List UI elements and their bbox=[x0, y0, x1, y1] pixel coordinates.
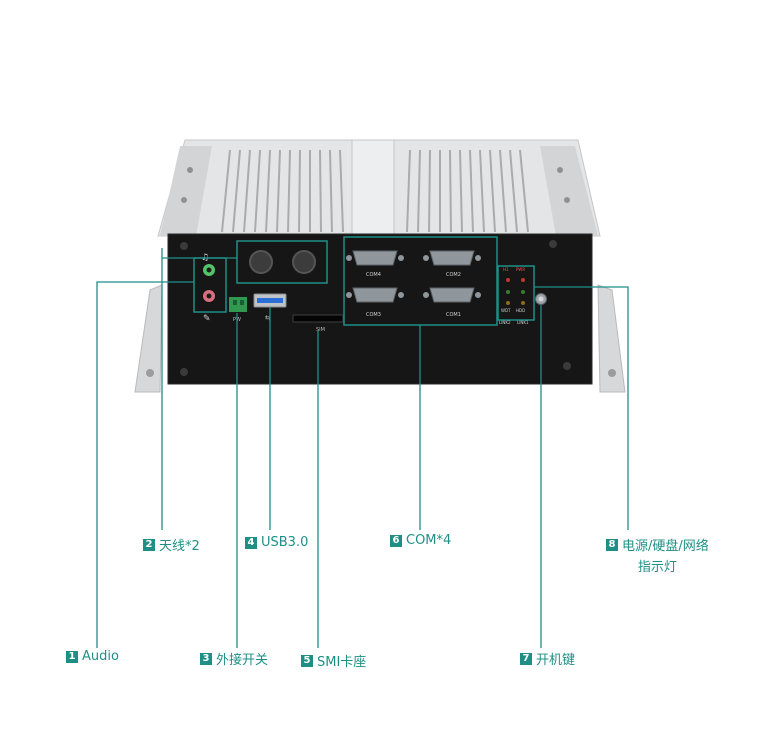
callout-number: 1 bbox=[66, 650, 78, 663]
link2-label: LINK2 bbox=[499, 320, 511, 325]
h1-label: H1 bbox=[503, 267, 509, 272]
microphone-icon: ✎ bbox=[203, 314, 211, 324]
screw-icon bbox=[180, 368, 188, 376]
callout-number: 8 bbox=[606, 538, 618, 551]
wdt-label: WDT bbox=[501, 308, 511, 313]
com2-port[interactable]: COM2 bbox=[423, 250, 481, 278]
callout-number: 6 bbox=[390, 534, 402, 547]
com4-port[interactable]: COM4 bbox=[346, 250, 404, 278]
callout-number: 2 bbox=[143, 538, 155, 551]
mounting-bracket-left bbox=[134, 284, 163, 393]
screw-icon bbox=[563, 362, 571, 370]
usb-icon: ⇆ bbox=[265, 314, 271, 322]
callout-antenna: 2 天线*2 bbox=[143, 535, 200, 554]
com3-label: COM3 bbox=[366, 312, 381, 318]
callout-label: 开机键 bbox=[536, 653, 576, 668]
power-button[interactable] bbox=[535, 293, 547, 305]
usb3-port[interactable]: ⇆ bbox=[253, 293, 287, 322]
callout-label: 外接开关 bbox=[216, 653, 269, 668]
screw-icon bbox=[180, 242, 188, 250]
callout-label-line2: 指示灯 bbox=[637, 560, 677, 575]
link1-label: LINK1 bbox=[517, 320, 529, 325]
callout-power-button: 7 开机键 bbox=[520, 649, 575, 668]
screw-icon bbox=[549, 240, 557, 248]
callout-number: 4 bbox=[245, 536, 257, 549]
callout-label: 电源/硬盘/网络 bbox=[622, 539, 709, 554]
pwr-label: PWR bbox=[516, 267, 525, 272]
heatsink-chassis bbox=[157, 139, 601, 237]
callout-number: 7 bbox=[520, 652, 532, 665]
callout-sim: 5 SMI卡座 bbox=[301, 651, 366, 670]
callout-label: USB3.0 bbox=[261, 535, 309, 550]
callout-number: 5 bbox=[301, 654, 313, 667]
com3-port[interactable]: COM3 bbox=[346, 287, 404, 318]
callout-label: Audio bbox=[82, 649, 119, 664]
com1-label: COM1 bbox=[446, 312, 461, 318]
callout-label: COM*4 bbox=[406, 533, 452, 548]
antenna-ports[interactable] bbox=[236, 240, 328, 284]
callout-indicators: 8 电源/硬盘/网络 指示灯 bbox=[606, 535, 709, 575]
callout-number: 3 bbox=[200, 652, 212, 665]
sim-label: SIM bbox=[316, 327, 325, 333]
callout-label: SMI卡座 bbox=[317, 655, 367, 670]
sim-card-slot[interactable]: SIM bbox=[292, 314, 344, 333]
callout-com: 6 COM*4 bbox=[390, 533, 451, 548]
indicator-leds: H1 PWR WDT HDD LINK2 LINK1 bbox=[497, 265, 535, 325]
leader-lines bbox=[96, 248, 629, 648]
hdd-label: HDD bbox=[516, 308, 525, 313]
callout-external-switch: 3 外接开关 bbox=[200, 649, 268, 668]
mounting-bracket-right bbox=[597, 284, 626, 393]
audio-ports[interactable]: ♫ ✎ bbox=[193, 253, 227, 324]
callout-label: 天线*2 bbox=[159, 539, 200, 554]
com4-label: COM4 bbox=[366, 272, 381, 278]
callout-usb: 4 USB3.0 bbox=[245, 535, 308, 550]
com2-label: COM2 bbox=[446, 272, 461, 278]
com1-port[interactable]: COM1 bbox=[423, 287, 481, 318]
callout-audio: 1 Audio bbox=[66, 649, 119, 664]
